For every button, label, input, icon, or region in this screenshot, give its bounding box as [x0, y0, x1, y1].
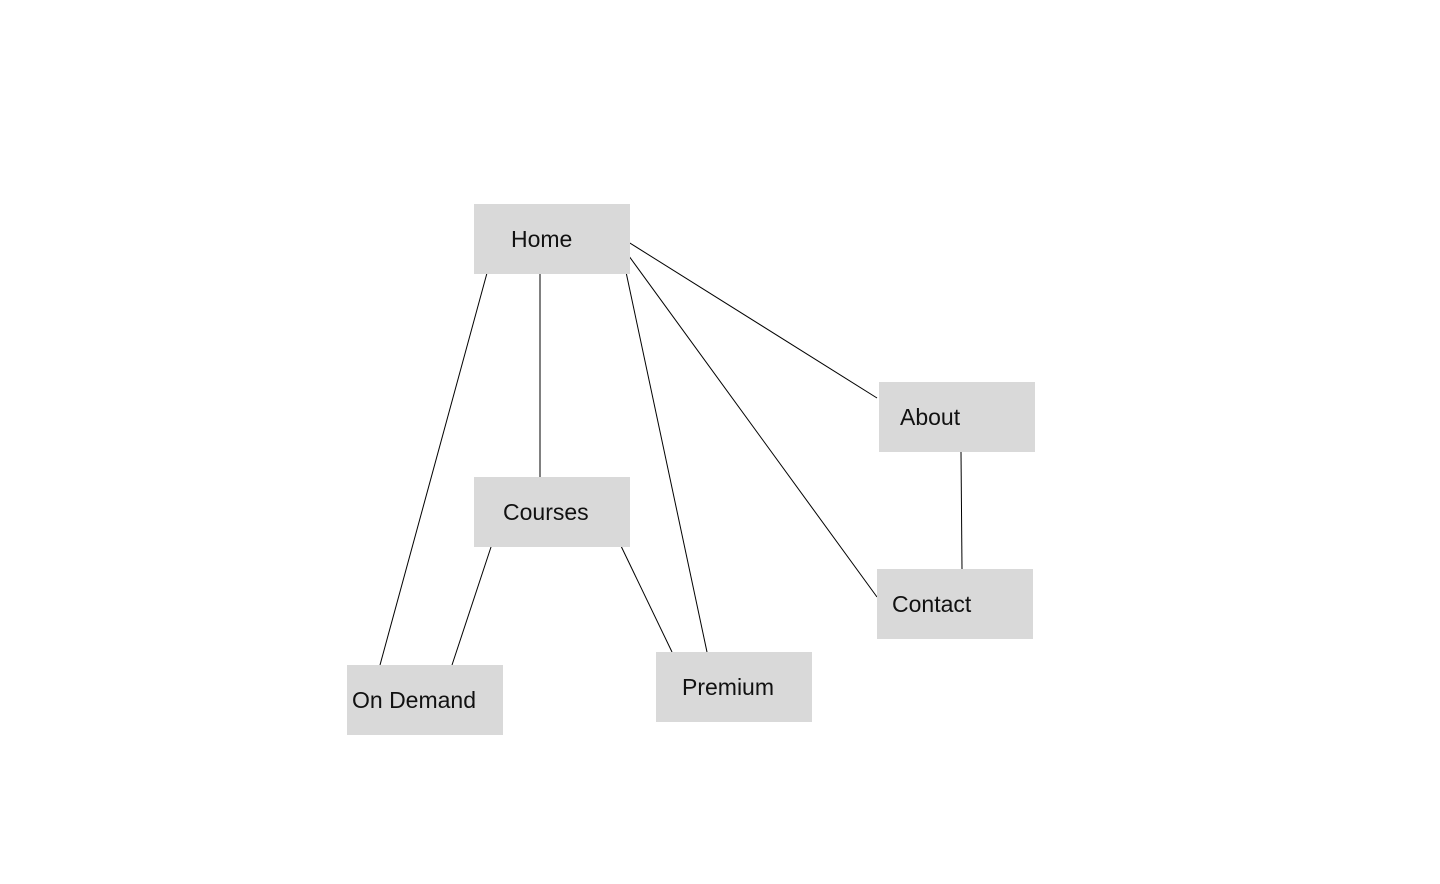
node-contact-label: Contact [892, 590, 972, 617]
node-courses[interactable]: Courses [474, 477, 630, 547]
edge-about-contact [960, 451, 963, 570]
node-premium-label: Premium [682, 673, 775, 700]
edge-home-on-demand [379, 272, 488, 666]
node-courses-label: Courses [503, 498, 589, 525]
node-about-label: About [900, 403, 961, 430]
node-on-demand[interactable]: On Demand [347, 665, 503, 735]
node-premium[interactable]: Premium [656, 652, 812, 722]
edge-home-contact [625, 251, 878, 598]
edge-home-premium [625, 271, 708, 653]
edge-courses-on-demand [451, 543, 493, 666]
node-about[interactable]: About [879, 382, 1035, 452]
edge-courses-premium [620, 545, 673, 653]
node-home-label: Home [511, 225, 573, 252]
node-on-demand-label: On Demand [352, 686, 477, 713]
edge-home-about [624, 239, 878, 399]
node-home[interactable]: Home [474, 204, 630, 274]
node-contact[interactable]: Contact [877, 569, 1033, 639]
